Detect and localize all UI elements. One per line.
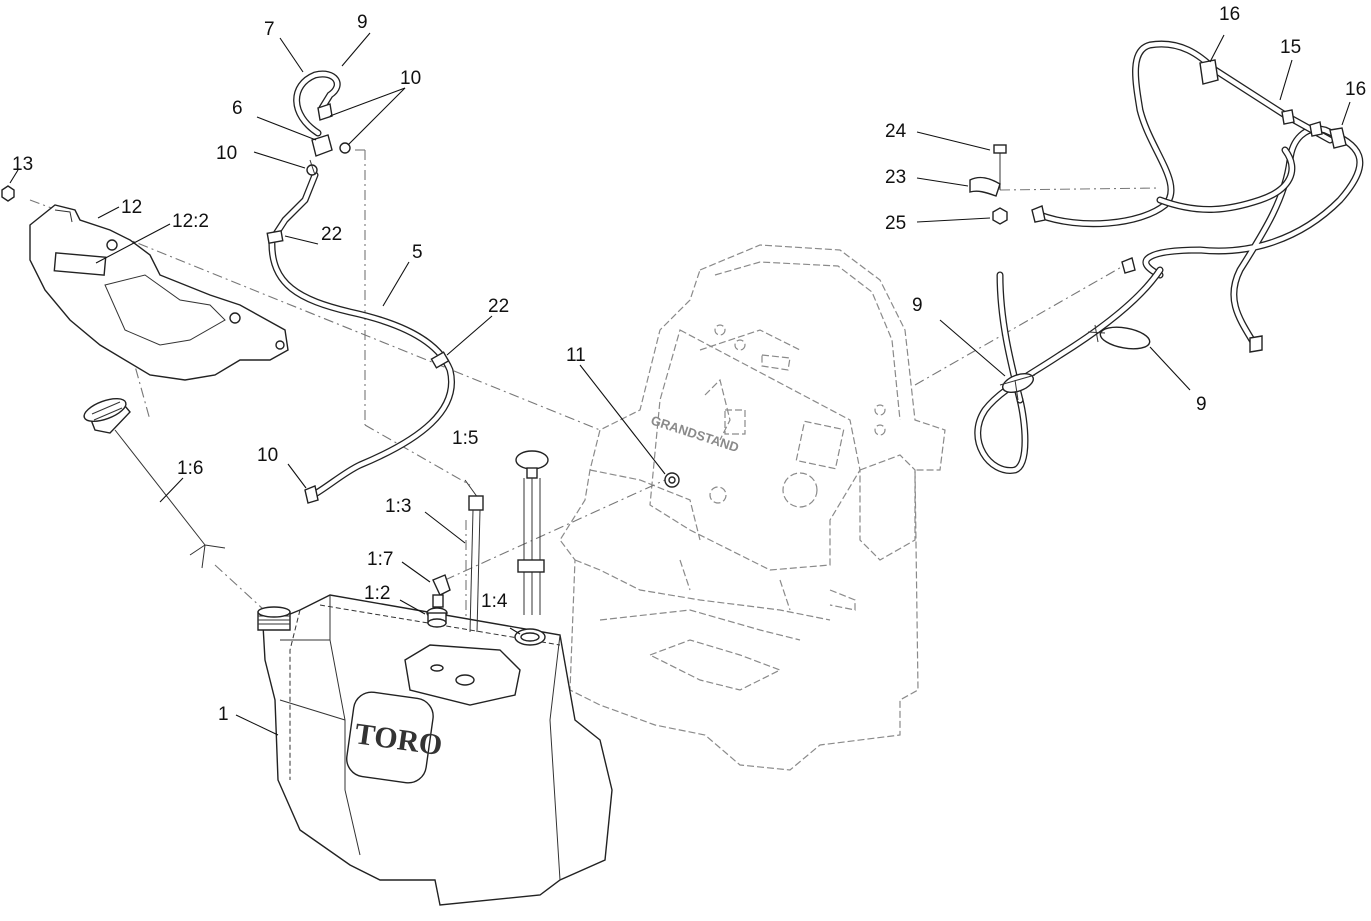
grommet-11 <box>579 364 680 488</box>
fitting-1-7 <box>401 561 451 608</box>
callout-10-left: 10 <box>216 143 237 164</box>
clamp-hardware <box>916 131 1008 225</box>
callout-10-lower: 10 <box>257 445 278 466</box>
callout-22-lower: 22 <box>488 296 509 317</box>
right-hose-assembly <box>939 34 1364 474</box>
callout-12-2: 12:2 <box>172 211 209 232</box>
callout-11: 11 <box>566 345 586 366</box>
vent-loop <box>253 32 406 176</box>
frame-assembly: GRANDSTAND <box>559 244 946 771</box>
callout-1-3: 1:3 <box>385 496 411 517</box>
callout-1-7: 1:7 <box>367 549 393 570</box>
callout-9-right-lower: 9 <box>1196 394 1207 415</box>
callout-13: 13 <box>12 154 33 175</box>
callout-6: 6 <box>232 98 243 119</box>
callout-23: 23 <box>885 167 906 188</box>
fuel-cap <box>83 397 226 569</box>
callout-25: 25 <box>885 213 906 234</box>
callout-9-right-upper: 9 <box>912 295 923 316</box>
callout-1-5: 1:5 <box>452 428 478 449</box>
callout-16-left: 16 <box>1219 4 1240 25</box>
callout-labels: 7 9 10 6 10 13 12 12:2 22 5 22 11 1:5 1:… <box>12 4 1366 725</box>
nut-13 <box>1 169 19 202</box>
callout-22-upper: 22 <box>321 224 342 245</box>
callout-5: 5 <box>412 242 423 263</box>
callout-16-right: 16 <box>1345 79 1366 100</box>
callout-10-top: 10 <box>400 68 421 89</box>
callout-12: 12 <box>121 197 142 218</box>
grommet-1-2 <box>399 599 448 628</box>
callout-1-4: 1:4 <box>481 591 508 612</box>
callout-15: 15 <box>1280 37 1301 58</box>
callout-1-6: 1:6 <box>177 458 203 479</box>
callout-1: 1 <box>218 704 229 725</box>
fuel-tank: TORO <box>235 594 613 906</box>
callout-7: 7 <box>264 19 275 40</box>
callout-24: 24 <box>885 121 907 142</box>
callout-1-2: 1:2 <box>364 583 390 604</box>
pickup-tube <box>424 479 484 633</box>
fuel-sender <box>509 450 549 646</box>
heat-shield <box>29 204 289 381</box>
callout-9-top: 9 <box>357 12 368 33</box>
fuel-hose <box>266 171 493 504</box>
